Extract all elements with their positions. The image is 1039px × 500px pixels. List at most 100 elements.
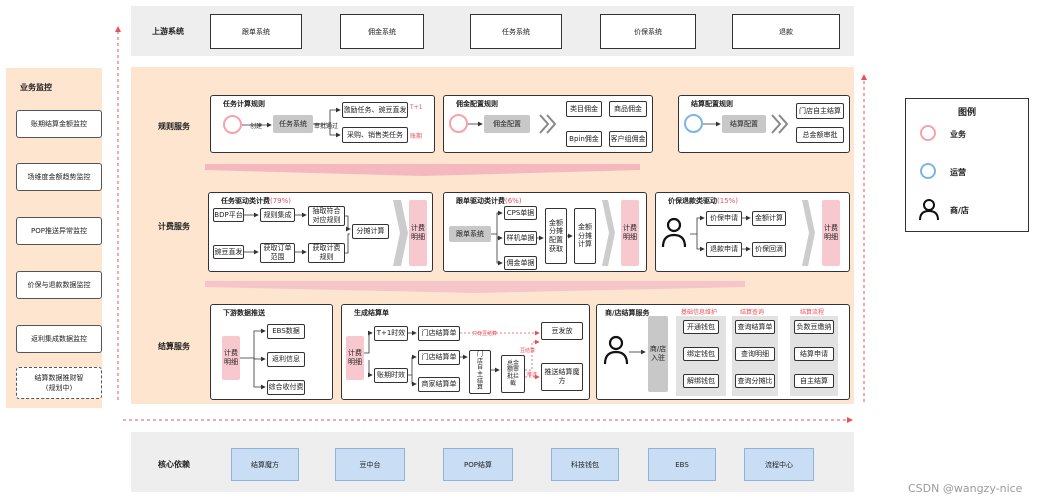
task-billing-detail[interactable]: 计费 明细 [409,200,427,266]
order-source-box[interactable]: 跟单系统 [449,226,491,242]
get-order-range-box[interactable]: 获取订单 范围 [260,243,295,263]
open-wallet-box[interactable]: 开通钱包 [683,320,719,334]
negative-pea-box[interactable]: 负数豆缴纳 [794,320,834,334]
bdp-box[interactable]: BDP平台 [213,208,244,222]
split-calc-box[interactable]: 分摊计算 [352,224,389,239]
incentive-box[interactable]: 激励任务、豌豆直发 [342,102,408,118]
t1-box[interactable]: T+1时效 [374,326,408,341]
settle-apply-box[interactable]: 结算申请 [794,347,834,361]
settlement-label: 结算服务 [158,342,190,351]
pea-settle-label: 豆结算 [520,348,536,354]
commission-item-3[interactable]: Bpin佣金 [566,131,602,147]
watermark: CSDN @wangzy-nice [908,482,1023,495]
order-billing-detail[interactable]: 计费 明细 [621,200,639,266]
blue-circle-icon [684,114,703,133]
bind-wallet-box[interactable]: 绑定钱包 [683,347,719,361]
approve-label: 审批通过 [314,123,339,130]
task-rule-title: 任务计算规则 [223,100,265,108]
period-box[interactable]: 账期时效 [374,368,408,383]
monitor-item-2[interactable]: 场维度金额趋势监控 [16,163,102,191]
monitor-item-1[interactable]: 账期结算金额监控 [16,110,102,138]
merchant-order-box[interactable]: 商家结算单 [418,377,460,392]
generate-source[interactable]: 计费 明细 [346,336,364,380]
core-label: 核心依赖 [158,460,190,469]
downstream-source[interactable]: 计费 明细 [222,336,240,380]
refund-billing-detail[interactable]: 计费 明细 [822,200,840,266]
unbind-wallet-box[interactable]: 解绑钱包 [683,374,719,388]
legend-merchant: 商/店 [950,206,969,215]
self-settle-box-2[interactable]: 自主结算 [794,374,834,388]
col-head-flow: 结算流程 [800,309,825,316]
query-ratio-box[interactable]: 查询分摊比 [735,374,775,388]
period-label: 账期 [410,133,423,140]
settlement-rule-title: 结算配置规则 [691,100,733,108]
procurement-box[interactable]: 采购、销售类任务 [342,127,408,143]
split-calc-box-2[interactable]: 金额 分摊 计算 [574,208,596,264]
t1-label: T+1 [410,104,423,111]
store-order-box-2[interactable]: 门店结算单 [418,350,460,365]
core-item-5[interactable]: EBS [648,448,716,481]
monitor-item-5[interactable]: 返利集成数据监控 [16,325,102,353]
legend-title: 图例 [958,108,977,118]
push-magic-box[interactable]: 推送结算魔 方 [541,363,583,391]
upstream-system-4[interactable]: 价保系统 [600,14,696,49]
pea-direct-box[interactable]: 豌豆直发 [213,245,244,259]
upstream-system-5[interactable]: 退款 [732,14,840,49]
col-head-query: 结算查询 [740,309,765,316]
extract-box[interactable]: 抽取符合 对应规则 [308,206,345,226]
upstream-system-2[interactable]: 佣金系统 [340,14,424,49]
get-billing-rule-box[interactable]: 获取计费 规则 [308,243,345,263]
downstream-title: 下游数据推送 [223,309,265,317]
core-item-6[interactable]: 流程中心 [744,448,814,481]
legend-operation: 运营 [950,168,966,177]
rebate-info-box[interactable]: 返利信息 [267,352,305,367]
upstream-system-1[interactable]: 跟单系统 [210,14,302,49]
commission-item-2[interactable]: 商品佣金 [609,101,647,117]
monitor-title: 业务监控 [20,83,52,92]
monitor-item-4[interactable]: 价保与退款数据监控 [16,271,102,299]
billing-label: 计费服务 [158,222,190,231]
settlement-rule-item-1[interactable]: 门店自主结算 [796,103,844,119]
commission-config-box[interactable]: 佣金配置 [484,115,530,133]
refund-billing-title: 价保退款类驱动(15%) [668,197,739,205]
pea-issue-box[interactable]: 豆发放 [541,322,583,340]
task-system-box[interactable]: 任务系统 [273,115,313,133]
refund-apply-box[interactable]: 退款申请 [706,242,742,257]
store-order-box-1[interactable]: 门店结算单 [418,326,460,341]
monitor-item-3[interactable]: POP推送异常监控 [16,217,102,245]
price-apply-box[interactable]: 价保申请 [706,211,742,226]
query-order-box[interactable]: 查询结算单 [735,320,775,334]
upstream-system-3[interactable]: 任务系统 [470,14,562,49]
settlement-rule-item-2[interactable]: 总金额审批 [796,127,844,143]
core-item-1[interactable]: 结算魔方 [231,448,299,481]
commission-item-1[interactable]: 类目佣金 [566,101,602,117]
core-item-3[interactable]: POP结算 [443,448,513,481]
total-approve-box[interactable]: 总金 额审 批拦 截 [501,355,525,393]
monitor-item-6[interactable]: 结算数据推财智 (规划中) [16,367,102,399]
query-detail-box[interactable]: 查询明细 [735,347,775,361]
settlement-config-box[interactable]: 结算配置 [722,115,766,133]
commission-rule-title: 佣金配置规则 [456,100,498,108]
core-item-2[interactable]: 豆中台 [335,448,405,481]
price-back-box[interactable]: 价保回滴 [752,242,786,257]
rule-integration-box[interactable]: 规则集成 [260,208,295,222]
amount-calc-box[interactable]: 金额计算 [752,211,786,226]
create-label: 创建 [250,123,263,130]
self-settle-box[interactable]: 门 店 自 主 结 算 [469,350,491,394]
sample-box[interactable]: 样机单据 [504,231,537,245]
commission-item-4[interactable]: 客户组佣金 [609,131,647,147]
pink-circle-icon [449,114,468,133]
cps-box[interactable]: CPS单据 [504,206,537,220]
split-config-box[interactable]: 金额 分摊 配置 获取 [545,208,567,264]
fee-box[interactable]: 综合收付费 [267,380,305,395]
commission-doc-box[interactable]: 佣金单据 [504,256,537,270]
merchant-entry-box[interactable]: 商/店 入驻 [648,316,668,392]
rules-label: 规则服务 [158,122,190,131]
core-item-4[interactable]: 科技钱包 [551,448,619,481]
ebs-data-box[interactable]: EBS数据 [267,324,305,339]
